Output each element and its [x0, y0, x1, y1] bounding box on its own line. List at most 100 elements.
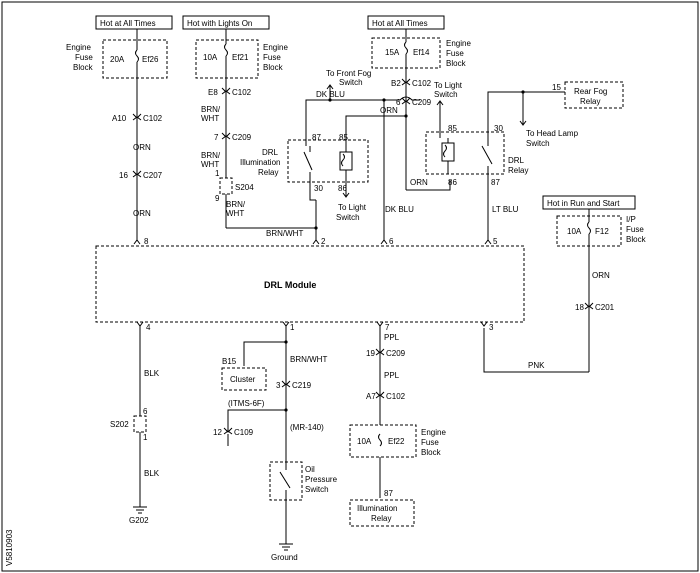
svg-text:Cluster: Cluster	[230, 375, 256, 384]
svg-text:Illumination: Illumination	[240, 158, 280, 167]
svg-text:Engine: Engine	[421, 428, 446, 437]
svg-text:Block: Block	[73, 63, 94, 72]
power-label-hot-lights-on: Hot with Lights On	[182, 15, 270, 30]
drl-module: DRL Module 8 2 6 5 4 1 7 3	[95, 237, 525, 332]
svg-text:Block: Block	[263, 63, 284, 72]
svg-text:A7: A7	[366, 392, 376, 401]
splice-s204: S204 1 9	[215, 169, 254, 203]
drl-illumination-relay: 87 85 30 86 DRL Illumination Relay	[240, 133, 369, 193]
wire-label-orn-vertical: ORN	[410, 178, 428, 187]
connector-7-c209: 7 C209	[214, 132, 252, 142]
label-itms: (ITMS-6F)	[228, 399, 265, 408]
svg-text:Relay: Relay	[258, 168, 278, 177]
splice-s202: S202 6 1	[110, 407, 148, 442]
svg-text:87: 87	[491, 178, 500, 187]
cluster-component: Cluster	[221, 367, 267, 391]
svg-text:DRL: DRL	[262, 148, 279, 157]
svg-text:S202: S202	[110, 420, 129, 429]
connector-19-c209: 19 C209	[366, 348, 406, 358]
dest-light-switch-mid-2: Switch	[336, 213, 360, 222]
connector-a10-c102: A10 C102	[112, 113, 163, 123]
svg-text:8: 8	[144, 237, 149, 246]
rear-fog-pin: 15	[552, 83, 561, 92]
svg-text:DRL: DRL	[508, 156, 525, 165]
dest-light-switch-top-2: Switch	[434, 90, 458, 99]
connector-16-c207: 16 C207	[119, 170, 163, 180]
label-mr140: (MR-140)	[290, 423, 324, 432]
wire-label-ppl-1: PPL	[384, 333, 400, 342]
wire-label-brn-wht-2a: BRN/	[201, 151, 221, 160]
svg-text:3: 3	[276, 381, 281, 390]
svg-text:Oil: Oil	[305, 465, 315, 474]
svg-text:4: 4	[146, 323, 151, 332]
wire-drl-relay-30	[487, 91, 548, 138]
svg-text:10A: 10A	[203, 53, 218, 62]
svg-text:87: 87	[312, 133, 321, 142]
svg-text:1: 1	[143, 433, 148, 442]
fuse-ef14: 15A Ef14 Engine Fuse Block	[371, 29, 471, 69]
svg-text:6: 6	[143, 407, 148, 416]
svg-text:Ground: Ground	[271, 553, 298, 562]
wire-label-orn-2: ORN	[133, 209, 151, 218]
dest-light-switch-mid-1: To Light	[338, 203, 367, 212]
dest-head-lamp-2: Switch	[526, 139, 550, 148]
svg-text:Rear Fog: Rear Fog	[574, 87, 607, 96]
svg-text:C109: C109	[234, 428, 254, 437]
svg-text:30: 30	[314, 184, 323, 193]
wire-label-orn-top: ORN	[380, 106, 398, 115]
svg-text:Engine: Engine	[263, 43, 288, 52]
connector-6-c209: 6 C209	[396, 97, 432, 107]
svg-text:Ef22: Ef22	[388, 437, 405, 446]
wire-orn-top	[345, 115, 406, 146]
svg-text:10A: 10A	[567, 227, 582, 236]
svg-text:85: 85	[339, 133, 348, 142]
svg-text:Fuse: Fuse	[446, 49, 464, 58]
svg-text:20A: 20A	[110, 55, 125, 64]
ground-icon: Ground	[271, 543, 298, 562]
svg-text:Block: Block	[446, 59, 467, 68]
svg-text:16: 16	[119, 171, 128, 180]
drl-module-title: DRL Module	[264, 280, 316, 290]
svg-text:18: 18	[575, 303, 584, 312]
wire-label-ppl-2: PPL	[384, 371, 400, 380]
wire-label-brn-wht-2b: WHT	[201, 160, 219, 169]
svg-text:3: 3	[489, 323, 494, 332]
svg-text:86: 86	[448, 178, 457, 187]
svg-text:Illumination: Illumination	[357, 504, 397, 513]
svg-text:Hot at All Times: Hot at All Times	[372, 19, 428, 28]
svg-text:7: 7	[385, 323, 390, 332]
wire-pnk	[483, 328, 589, 373]
svg-text:86: 86	[338, 184, 347, 193]
svg-text:Hot in Run and Start: Hot in Run and Start	[547, 199, 620, 208]
svg-text:S204: S204	[235, 183, 254, 192]
svg-text:C102: C102	[232, 88, 252, 97]
svg-text:Fuse: Fuse	[263, 53, 281, 62]
svg-text:G202: G202	[129, 516, 149, 525]
power-label-hot-always-right: Hot at All Times	[367, 15, 445, 30]
svg-text:C209: C209	[232, 133, 252, 142]
svg-text:Ef21: Ef21	[232, 53, 249, 62]
svg-text:C219: C219	[292, 381, 312, 390]
svg-text:B2: B2	[391, 79, 401, 88]
svg-text:Ef26: Ef26	[142, 55, 159, 64]
fuse-ef22: 10A Ef22 Engine Fuse Block	[349, 424, 446, 458]
svg-text:6: 6	[389, 237, 394, 246]
dest-light-switch-top-1: To Light	[434, 81, 463, 90]
dest-front-fog-1: To Front Fog	[326, 69, 371, 78]
svg-text:C209: C209	[386, 349, 406, 358]
wire-label-brn-wht-3a: BRN/	[226, 200, 246, 209]
svg-text:C201: C201	[595, 303, 615, 312]
dest-head-lamp-1: To Head Lamp	[526, 129, 579, 138]
svg-text:Block: Block	[421, 448, 442, 457]
power-label-hot-run-start: Hot in Run and Start	[542, 195, 636, 210]
wire-dk-blu-top	[305, 99, 384, 146]
svg-text:Switch: Switch	[305, 485, 329, 494]
svg-text:C102: C102	[412, 79, 432, 88]
svg-text:Pressure: Pressure	[305, 475, 338, 484]
svg-text:C102: C102	[386, 392, 406, 401]
fuse-f12: 10A F12 I/P Fuse Block	[556, 209, 647, 247]
svg-text:2: 2	[321, 237, 326, 246]
svg-text:85: 85	[448, 124, 457, 133]
